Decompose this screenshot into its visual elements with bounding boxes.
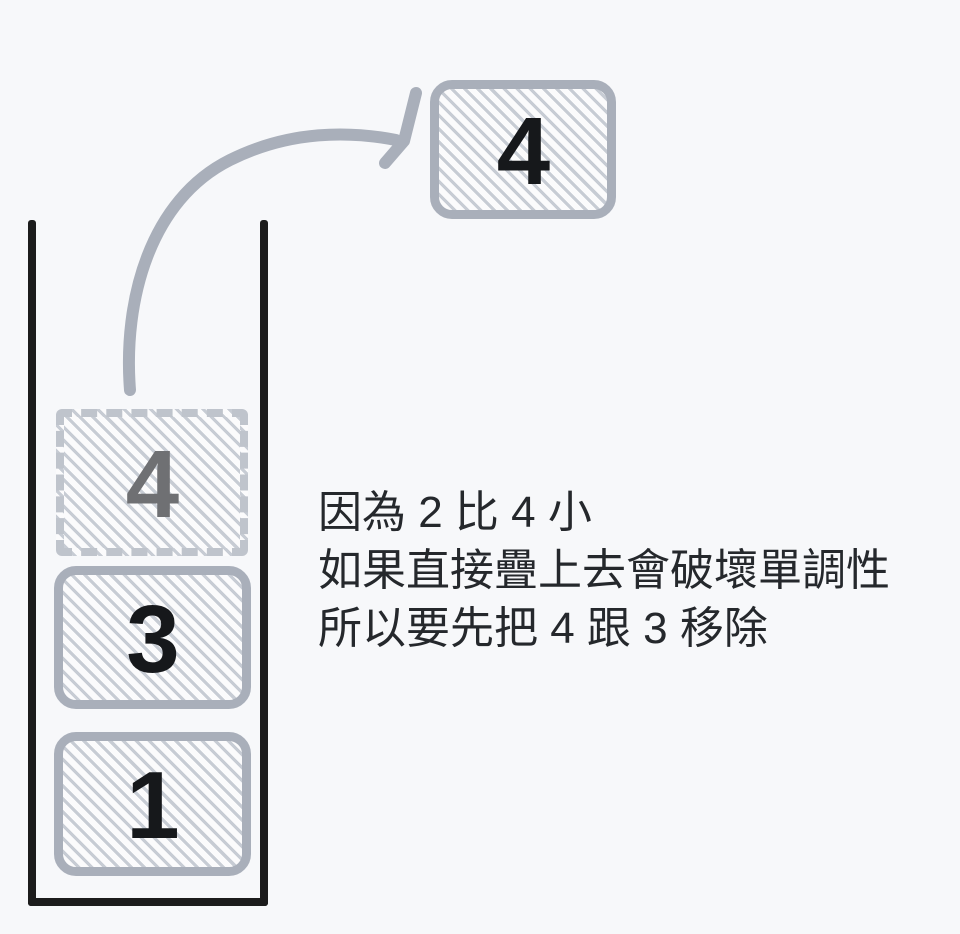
popped-tile: 4: [430, 80, 616, 219]
stack-wall-bottom: [28, 898, 268, 906]
caption-line-2: 如果直接疊上去會破壞單調性: [318, 546, 890, 596]
caption-line-1: 因為 2 比 4 小: [318, 488, 592, 537]
caption-line-3: 所以要先把 4 跟 3 移除: [318, 604, 768, 654]
caption-block: 因為 2 比 4 小 如果直接疊上去會破壞單調性 所以要先把 4 跟 3 移除: [318, 484, 938, 658]
pop-arrow-head: [379, 87, 422, 169]
stack-wall-left: [28, 220, 36, 906]
stack-wall-right: [260, 220, 268, 906]
stack-tile-1-label: 1: [126, 752, 179, 859]
stack-tile-3: 3: [54, 566, 251, 709]
stack-tile-4-label: 4: [125, 430, 179, 538]
stack-tile-3-label: 3: [126, 585, 179, 693]
stack-container: [28, 220, 268, 906]
popped-tile-label: 4: [496, 97, 550, 205]
stack-tile-4: 4: [56, 409, 248, 556]
stack-tile-1: 1: [54, 732, 251, 876]
